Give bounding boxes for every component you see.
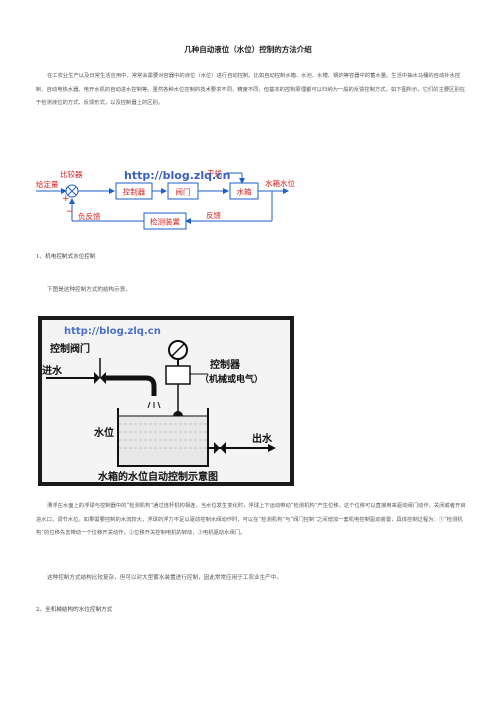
- illustration-caption: 水箱的水位自动控制示意图: [97, 470, 218, 483]
- control-valve-label: 控制阀门: [50, 342, 90, 355]
- output-label: 水箱水位: [265, 178, 295, 188]
- tank-block: 水箱: [237, 187, 252, 197]
- controller-label: 控制器: [210, 358, 241, 371]
- watermark-url: http://blog.zlq.cn: [124, 169, 231, 182]
- page-title: 几种自动液位（水位）控制的方法介绍: [184, 45, 312, 54]
- negative-feedback-label: 负反馈: [78, 211, 101, 221]
- intro-paragraph: 在工农业生产以及日常生活应用中，常常会需要对容器中的液位（水位）进行自动控制。比…: [36, 73, 466, 106]
- disturbance-label: 干扰: [207, 168, 222, 178]
- setpoint-label: 给定量: [36, 179, 59, 189]
- sensor-block: 检测装置: [150, 217, 180, 227]
- section2-heading: 2、全机械结构的水位控制方式: [36, 607, 113, 613]
- feedback-block-diagram: 给定量 比较器 控制器 阀门 水箱 干扰 水箱水位 负反馈 反馈 检测装置 + …: [36, 168, 295, 230]
- section1-body: 漂浮在水面上的浮球与控制器中的“检测机构”通过连杆机构相连，当水位发生变化时，浮…: [36, 503, 466, 536]
- section1-intro: 下图是这种控制方式的结构示意。: [47, 287, 131, 293]
- illustration-url: http://blog.zlq.cn: [64, 326, 161, 337]
- feedback-label: 反馈: [206, 210, 221, 220]
- valve-block: 阀门: [176, 188, 191, 197]
- inlet-label: 进水: [42, 364, 63, 377]
- water-level-label: 水位: [93, 426, 114, 439]
- section1-heading: 1、机电控制式水位控制: [36, 254, 96, 260]
- minus-sign: −: [66, 207, 74, 217]
- controller-sub-label: （机械或电气）: [200, 373, 263, 385]
- plus-sign: +: [62, 194, 70, 204]
- water-tank-illustration: http://blog.zlq.cn 控制阀门 控制器 （机械或电气） 进水 水…: [38, 316, 294, 486]
- section1-note: 这种控制方式结构比较复杂，但可以对大型蓄水装置进行控制，因此常常应用于工农业生产…: [47, 575, 282, 581]
- outlet-label: 出水: [252, 432, 273, 445]
- comparator-label: 比较器: [60, 169, 83, 179]
- controller-block: 控制器: [123, 187, 146, 197]
